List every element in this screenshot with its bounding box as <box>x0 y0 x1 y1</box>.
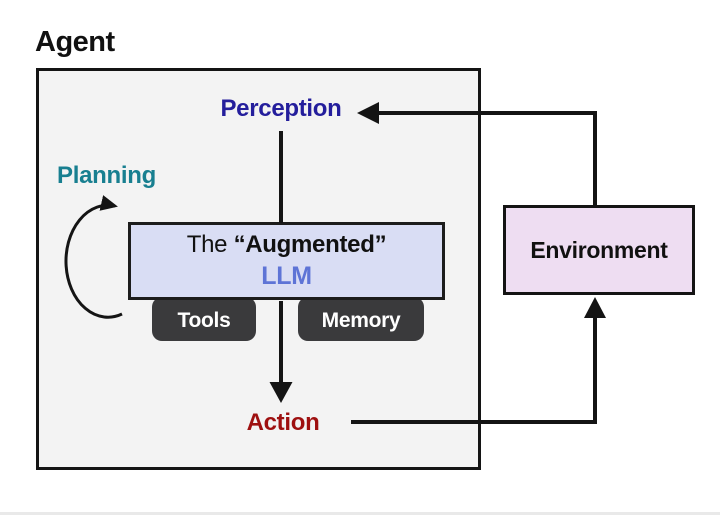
augmented-llm-node: The “Augmented” LLM <box>128 222 445 300</box>
memory-badge: Memory <box>298 297 424 341</box>
llm-node-subtitle: LLM <box>261 262 312 291</box>
arrowhead-up-icon <box>584 297 606 318</box>
agent-title: Agent <box>35 26 115 58</box>
tools-badge: Tools <box>152 297 256 341</box>
llm-title-prefix: The <box>186 231 234 259</box>
llm-node-title: The “Augmented” <box>187 229 387 260</box>
planning-label: Planning <box>57 162 156 189</box>
llm-title-emphasis: “Augmented” <box>233 231 387 259</box>
action-label: Action <box>246 409 320 436</box>
bottom-divider <box>0 512 720 515</box>
environment-node: Environment <box>503 205 695 295</box>
perception-label: Perception <box>220 95 342 122</box>
